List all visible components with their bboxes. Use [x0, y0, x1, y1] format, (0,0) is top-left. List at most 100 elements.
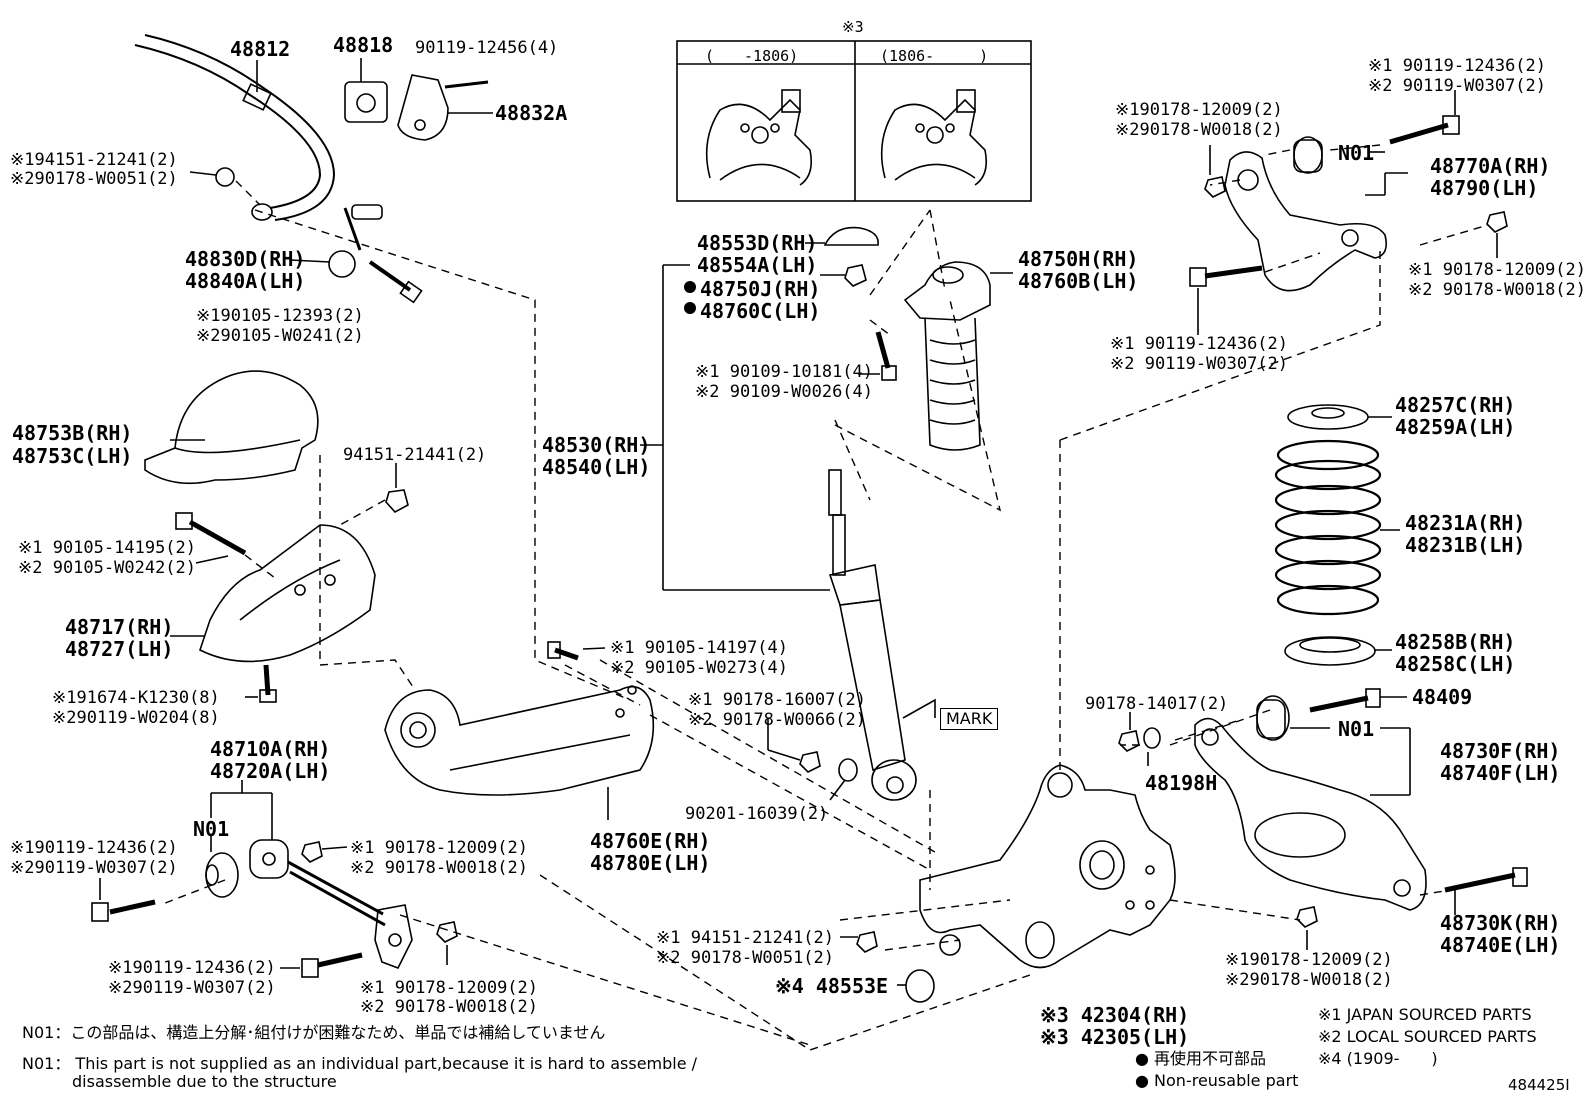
part-label: ※2 90178-W0051(2): [656, 948, 835, 968]
part-label: ※3 42305(LH): [1040, 1025, 1190, 1049]
part-label: ※190178-12009(2): [1115, 100, 1283, 120]
part-label: ※1 90105-14197(4): [610, 638, 789, 658]
part-label: 48710A(RH): [210, 737, 331, 761]
part-label: N01: [1338, 141, 1375, 165]
part-label: 48770A(RH): [1430, 154, 1551, 178]
diagram-id: 484425I: [1508, 1076, 1570, 1094]
part-label: 48553D(RH): [697, 231, 818, 255]
part-label: 48760E(RH): [590, 829, 711, 853]
part-label: ※290119-W0307(2): [108, 978, 276, 998]
spring-seat-upper: [1287, 404, 1369, 430]
part-label: ※2 90119-W0307(2): [1368, 76, 1547, 96]
shock-absorber: [828, 469, 917, 801]
part-label: 48554A(LH): [697, 253, 818, 277]
inset-col-right: (1806- ): [880, 47, 989, 65]
coil-spring: [1274, 439, 1382, 616]
dust-cap: [823, 226, 879, 246]
inset-frame: [676, 40, 1032, 202]
part-label: ※190105-12393(2): [196, 306, 364, 326]
part-label: 48740E(LH): [1440, 933, 1561, 957]
part-label: 48727(LH): [65, 637, 174, 661]
part-label: N01: [193, 817, 230, 841]
part-label: ※2 90119-W0307(2): [1110, 354, 1289, 374]
part-label: ※2 90178-W0018(2): [360, 997, 539, 1017]
lower-arm: [1194, 717, 1427, 911]
part-label: 48257C(RH): [1395, 393, 1516, 417]
part-label: ※190119-12436(2): [10, 838, 178, 858]
part-label: 48832A: [495, 101, 568, 125]
part-label: 48258C(LH): [1395, 652, 1516, 676]
part-label: ※1 90178-12009(2): [360, 978, 539, 998]
part-label: 48790(LH): [1430, 176, 1539, 200]
part-label: 48730K(RH): [1440, 911, 1561, 935]
legend-source-2: ※2 LOCAL SOURCED PARTS: [1318, 1027, 1537, 1046]
part-label: ※191674-K1230(8): [52, 688, 220, 708]
part-label: 48840A(LH): [185, 269, 306, 293]
knuckle: [919, 764, 1176, 969]
part-label: 48717(RH): [65, 615, 174, 639]
upper-mount: [903, 261, 991, 451]
part-label: 90178-14017(2): [1085, 694, 1229, 714]
part-label: ※290178-W0018(2): [1115, 120, 1283, 140]
part-label: ※290178-W0051(2): [10, 169, 178, 189]
bushing-N01-left: [205, 852, 239, 898]
legend-nonreusable-en: ● Non-reusable part: [1135, 1071, 1299, 1090]
inset-knuckle-right: [880, 89, 988, 186]
part-label: 48818: [333, 33, 394, 57]
lateral-link: [249, 839, 413, 970]
legend-source-1: ※1 JAPAN SOURCED PARTS: [1318, 1005, 1532, 1024]
part-label: 48231A(RH): [1405, 511, 1526, 535]
part-label: 48198H: [1145, 771, 1218, 795]
part-label: 48812: [230, 37, 291, 61]
cover-48753B: [144, 370, 319, 485]
part-label: ※1 94151-21241(2): [656, 928, 835, 948]
part-label: 48780E(LH): [590, 851, 711, 875]
bracket-48832A: [397, 74, 449, 141]
part-label: ※1 90119-12436(2): [1110, 334, 1289, 354]
part-label: 94151-21441(2): [343, 445, 487, 465]
part-label: 90119-12456(4): [415, 38, 559, 58]
note-en-1: N01： This part is not supplied as an ind…: [22, 1054, 698, 1073]
inset-marker: ※3: [842, 18, 864, 36]
part-label: ※2 90109-W0026(4): [695, 382, 874, 402]
bushing-N01-upper: [1293, 136, 1323, 174]
part-label: 48258B(RH): [1395, 630, 1516, 654]
mark-box: MARK: [940, 708, 999, 730]
legend-nonreusable-jp: ● 再使用不可部品: [1135, 1049, 1267, 1068]
part-label: 48753B(RH): [12, 421, 133, 445]
part-label: 48750J(RH): [700, 277, 821, 301]
part-label: N01: [1338, 717, 1375, 741]
part-label: ※2 90178-W0018(2): [350, 858, 529, 878]
part-label: 48750H(RH): [1018, 247, 1139, 271]
part-label: ※1 90178-12009(2): [1408, 260, 1587, 280]
spring-seat-lower: [1284, 636, 1376, 666]
trailing-arm: [384, 685, 655, 796]
part-label: 48530(RH): [542, 433, 651, 457]
nonreusable-bullet-2: [684, 302, 696, 314]
part-label: 48231B(LH): [1405, 533, 1526, 557]
part-label: ※1 90109-10181(4): [695, 362, 874, 382]
bushing-48818: [344, 81, 388, 123]
part-label: 48540(LH): [542, 455, 651, 479]
part-label: ※194151-21241(2): [10, 150, 178, 170]
nonreusable-bullet-1: [684, 281, 696, 293]
part-label: ※1 90119-12436(2): [1368, 56, 1547, 76]
part-label: ※4 48553E: [775, 974, 889, 998]
part-label: ※290119-W0204(8): [52, 708, 220, 728]
part-label: ※290119-W0307(2): [10, 858, 178, 878]
part-label: ※1 90178-12009(2): [350, 838, 529, 858]
part-label: ※2 90178-W0066(2): [688, 710, 867, 730]
part-label: ※290105-W0241(2): [196, 326, 364, 346]
part-label: 90201-16039(2): [685, 804, 829, 824]
part-label: ※1 90178-16007(2): [688, 690, 867, 710]
part-label: 48753C(LH): [12, 444, 133, 468]
part-label: 48259A(LH): [1395, 415, 1516, 439]
part-label: ※190119-12436(2): [108, 958, 276, 978]
part-label: ※2 90105-W0273(4): [610, 658, 789, 678]
bushing-N01-lower: [1256, 695, 1290, 741]
stabilizer-bar: [134, 34, 336, 221]
part-label: ※2 90105-W0242(2): [18, 558, 197, 578]
part-label: ※3 42304(RH): [1040, 1003, 1190, 1027]
note-en-2: disassemble due to the structure: [72, 1072, 337, 1091]
